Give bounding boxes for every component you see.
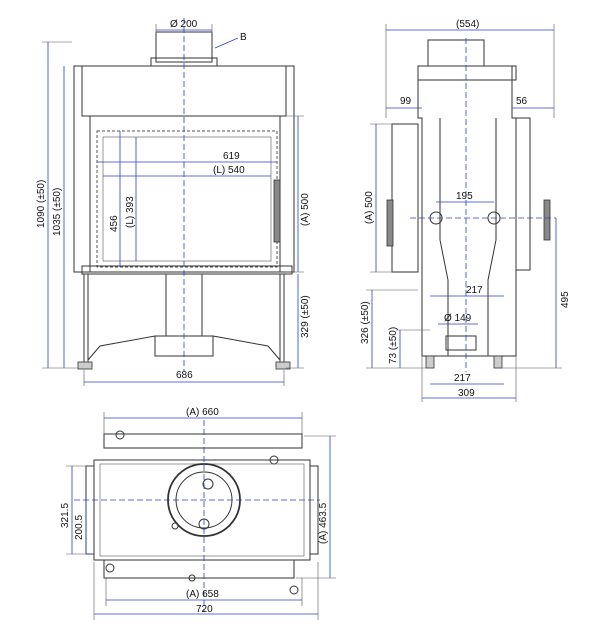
side-inlet-diameter-label: Ø 149 <box>444 313 472 324</box>
side-rear-spring <box>543 199 551 241</box>
top-flue-bolt-top <box>202 478 214 490</box>
side-view: (554) 99 56 (A) 500 <box>360 19 571 402</box>
top-bolt-br <box>289 585 299 595</box>
side-width-overall-label: (554) <box>456 19 479 30</box>
top-flue-bolt-left <box>171 522 179 530</box>
top-rear-rail <box>103 559 295 579</box>
top-main-plate <box>93 459 311 561</box>
side-door-spring <box>386 199 394 247</box>
front-foot-right <box>275 361 291 370</box>
side-height-495-label: 495 <box>560 291 571 308</box>
top-depth-total-label: (A) 463.5 <box>318 502 329 544</box>
callout-b-label: B <box>240 32 247 43</box>
side-door <box>391 123 419 273</box>
side-base-spacing-bottom-label: 217 <box>454 373 471 384</box>
side-foot-right <box>493 355 503 369</box>
side-foot-left <box>425 355 435 369</box>
glass-height-inner-label: (L) 393 <box>125 196 136 228</box>
side-leg-height-label: 326 (±50) <box>360 301 371 344</box>
side-offset-left-label: 99 <box>400 96 412 107</box>
glass-width-outer-label: 619 <box>223 151 240 162</box>
top-front-rail <box>103 433 303 449</box>
side-door-height-label: (A) 500 <box>364 191 375 224</box>
top-width-bottom-inner-label: (A) 658 <box>186 589 219 600</box>
side-top-band <box>417 65 517 81</box>
front-height-total-label: 1090 (±50) <box>36 180 47 228</box>
top-bolt-tl <box>115 430 125 440</box>
glass-panel-inner <box>102 136 272 262</box>
front-height-body-label: 1035 (±50) <box>52 188 63 236</box>
top-width-top-label: (A) 660 <box>186 407 219 418</box>
top-bolt-mid <box>188 574 196 582</box>
side-rear-plate <box>515 117 531 271</box>
side-flue-collar <box>427 39 485 67</box>
top-view: (A) 660 321.5 200.5 (A) <box>60 407 336 620</box>
top-bolt-bl <box>105 563 115 573</box>
glass-height-outer-label: 456 <box>109 215 120 232</box>
front-foot-left <box>77 361 93 370</box>
top-flange-left <box>85 465 95 555</box>
front-leg-height-label: 329 (±50) <box>300 295 311 338</box>
top-flange-right <box>309 465 319 555</box>
front-body-frame <box>73 65 295 273</box>
top-inner-plate <box>99 463 305 557</box>
top-depth-200-label: 200.5 <box>74 515 85 540</box>
flue-diameter-label: Ø 200 <box>170 19 198 30</box>
glass-panel <box>96 130 278 268</box>
front-width-total-label: 686 <box>176 370 193 381</box>
side-offset-right-label: 56 <box>516 96 528 107</box>
door-height-label: (A) 500 <box>300 193 311 226</box>
side-inlet-spacing-label: 195 <box>456 191 473 202</box>
top-depth-321-label: 321.5 <box>60 503 71 528</box>
door-frame <box>89 115 281 273</box>
side-base-spacing-top-label: 217 <box>466 285 483 296</box>
side-depth-total-label: 309 <box>458 388 475 399</box>
side-air-spigot <box>445 335 477 351</box>
side-leg-small-label: 73 (±50) <box>388 327 399 364</box>
top-width-total-label: 720 <box>196 604 213 615</box>
front-view: Ø 200 B 1090 (±50) 1035 (± <box>36 18 311 386</box>
glass-width-inner-label: (L) 540 <box>213 165 245 176</box>
door-handle-spring <box>273 179 281 243</box>
